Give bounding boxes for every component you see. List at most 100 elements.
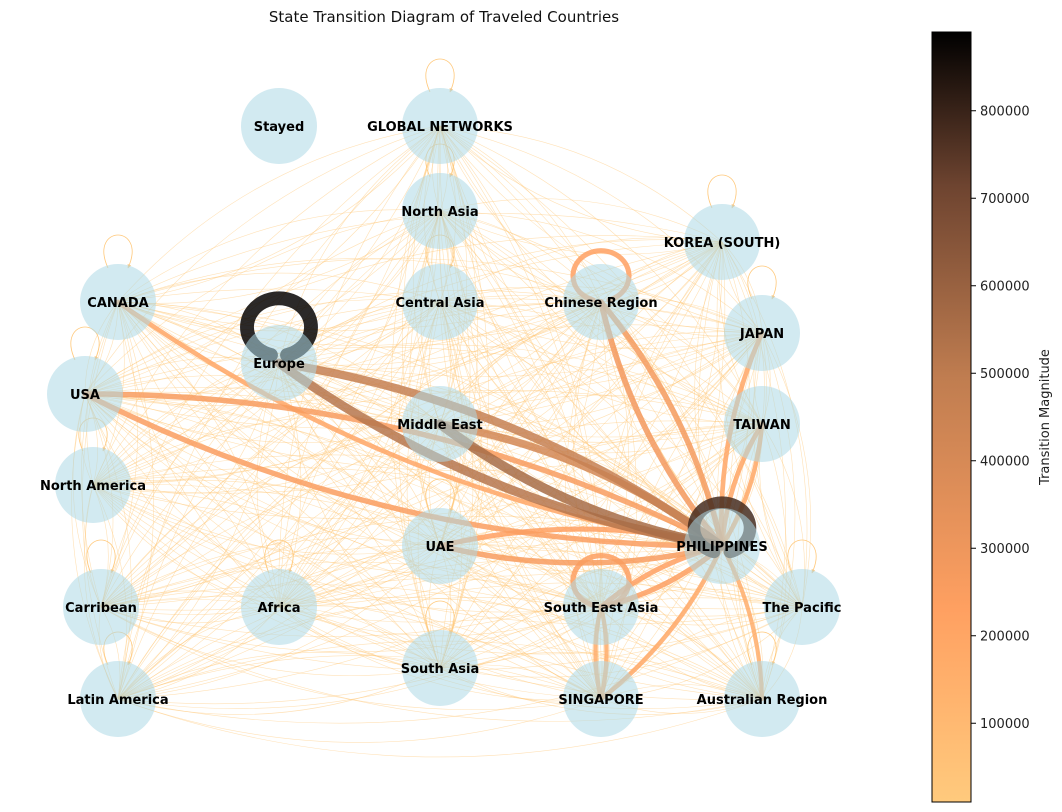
minor-edge xyxy=(100,420,763,608)
colorbar-gradient xyxy=(931,31,972,803)
minor-self-loop xyxy=(747,631,777,666)
node-label: Latin America xyxy=(67,693,168,708)
minor-edge xyxy=(92,476,441,547)
node-label: South Asia xyxy=(401,662,480,677)
minor-edge xyxy=(100,606,602,653)
minor-edge xyxy=(761,332,796,700)
minor-edge xyxy=(439,332,763,547)
node-circle xyxy=(563,569,639,645)
node-centralasia: Central Asia xyxy=(395,264,485,340)
minor-edge xyxy=(439,301,803,608)
node-label: Stayed xyxy=(254,120,305,135)
major-edge-philippines-europe xyxy=(274,358,727,551)
minor-edge xyxy=(100,561,602,608)
minor-edge xyxy=(439,210,602,608)
colorbar: 1000002000003000004000005000006000007000… xyxy=(931,31,1053,803)
colorbar-tick-label: 700000 xyxy=(980,192,1030,207)
minor-edge xyxy=(439,125,803,608)
node-southasia: South Asia xyxy=(401,630,480,706)
node-carribean: Carribean xyxy=(63,569,139,645)
minor-edge xyxy=(278,597,763,700)
node-circle xyxy=(80,264,156,340)
minor-edge xyxy=(117,210,441,304)
minor-self-loop xyxy=(787,539,817,574)
node-circle xyxy=(402,630,478,706)
node-latam: Latin America xyxy=(67,661,169,737)
minor-edge xyxy=(439,301,763,425)
minor-edge xyxy=(84,393,132,700)
minor-edge xyxy=(439,423,602,700)
minor-edge xyxy=(439,125,763,425)
node-circle xyxy=(402,386,478,462)
node-label: UAE xyxy=(425,540,454,555)
minor-edge xyxy=(92,484,602,613)
minor-self-loop xyxy=(425,58,455,93)
node-uae: UAE xyxy=(402,508,478,584)
node-circle xyxy=(724,295,800,371)
node-circle xyxy=(63,569,139,645)
minor-edge xyxy=(100,606,602,711)
node-africa: Africa xyxy=(241,569,317,645)
minor-edge xyxy=(439,545,723,669)
minor-edge xyxy=(92,484,803,625)
minor-edge xyxy=(439,241,723,547)
minor-edge xyxy=(92,484,602,700)
node-label: South East Asia xyxy=(544,601,659,616)
minor-edge xyxy=(278,362,763,443)
minor-edge xyxy=(278,241,723,366)
minor-edge xyxy=(117,667,441,715)
node-label: CANADA xyxy=(87,296,148,311)
minor-edge xyxy=(439,301,602,669)
minor-edge xyxy=(100,423,441,608)
major-edge-usa-philippines xyxy=(82,391,725,549)
minor-edge xyxy=(117,655,602,700)
minor-edge xyxy=(117,301,763,377)
minor-edge xyxy=(100,301,602,608)
minor-edge xyxy=(117,652,441,700)
minor-edge xyxy=(439,423,763,454)
node-stayed: Stayed xyxy=(241,88,317,164)
minor-edge xyxy=(278,362,441,669)
minor-edge xyxy=(92,301,602,486)
node-label: North America xyxy=(40,479,146,494)
node-label: North Asia xyxy=(401,205,478,220)
node-circle xyxy=(402,88,478,164)
minor-edge xyxy=(117,301,763,700)
minor-edge xyxy=(117,125,441,303)
node-label: JAPAN xyxy=(739,327,784,342)
minor-edge xyxy=(100,301,138,608)
node-pacific: The Pacific xyxy=(763,569,841,645)
minor-edge xyxy=(84,289,602,395)
node-label: Chinese Region xyxy=(544,296,657,311)
minor-edge xyxy=(439,125,763,700)
minor-edge xyxy=(92,332,763,494)
minor-self-loop xyxy=(707,174,737,209)
minor-edge xyxy=(84,393,280,608)
node-europe: Europe xyxy=(241,325,317,401)
minor-self-loop xyxy=(747,265,777,300)
node-circle xyxy=(55,447,131,523)
node-circle xyxy=(724,661,800,737)
minor-self-loop xyxy=(103,234,133,269)
node-circle xyxy=(724,386,800,462)
minor-edge xyxy=(117,301,154,700)
node-circle xyxy=(684,204,760,280)
minor-self-loop xyxy=(425,600,455,635)
node-circle xyxy=(241,325,317,401)
node-circle xyxy=(563,264,639,340)
minor-edge xyxy=(278,125,441,608)
node-canada: CANADA xyxy=(80,264,156,340)
minor-edge xyxy=(439,606,803,678)
minor-edge xyxy=(439,331,763,425)
node-australia: Australian Region xyxy=(697,661,827,737)
minor-edge xyxy=(92,484,602,700)
minor-edge xyxy=(409,210,441,547)
colorbar-tick-label: 800000 xyxy=(980,104,1030,119)
minor-edge xyxy=(117,423,441,700)
minor-edge xyxy=(71,393,119,700)
node-sea: South East Asia xyxy=(544,569,659,645)
node-circle xyxy=(402,264,478,340)
minor-edge xyxy=(117,272,441,303)
major-edge-middleeast-philippines xyxy=(435,419,727,551)
